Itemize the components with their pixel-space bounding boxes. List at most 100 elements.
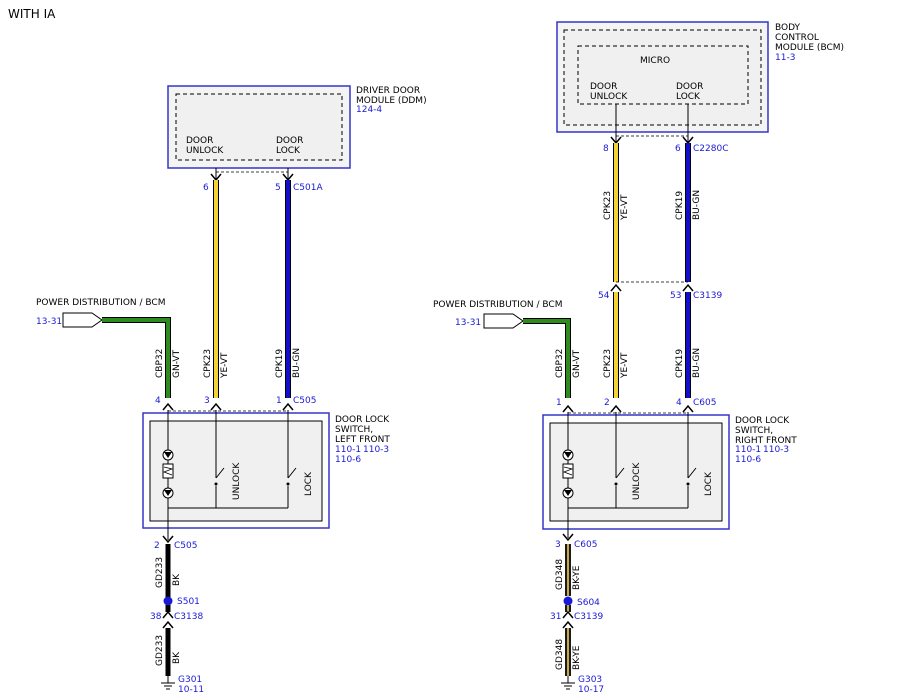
wire-color-label: BK-YE <box>572 645 582 670</box>
wire-circuit-label: CPK19 <box>675 349 685 378</box>
connector-arrow-icon <box>610 283 622 292</box>
inline-pin: 38 <box>150 612 162 622</box>
wire-circuit-label: GD233 <box>155 635 165 666</box>
mid-connector: C3139 <box>693 291 722 301</box>
resistor-icon <box>562 463 574 479</box>
wire-color-label: BU-GN <box>292 348 302 378</box>
wire-circuit-label: CBP32 <box>155 349 165 378</box>
splice-label: S604 <box>577 598 600 608</box>
connector-arrow-icon <box>282 402 294 411</box>
switch-ref1: 110-1 <box>735 445 761 455</box>
inline-connector: C3139 <box>574 612 603 622</box>
wire-gn-vt <box>102 318 170 398</box>
connector-arrow-icon <box>562 610 574 619</box>
ddm-connector: C501A <box>293 183 323 193</box>
bottom-pin: 2 <box>154 541 160 551</box>
switch-pin-gn: 4 <box>155 396 161 406</box>
ground-ref: 10-11 <box>178 685 204 695</box>
bcm-pin-unlock-number: 8 <box>603 144 609 154</box>
wire-color-label: BU-GN <box>692 348 702 378</box>
wire-color-label: BK <box>172 651 182 664</box>
switch-pin-ye: 3 <box>204 396 210 406</box>
switch-pin-ye: 2 <box>604 398 610 408</box>
bcm-connector: C2280C <box>693 144 728 154</box>
ground-name: G301 <box>178 675 202 685</box>
switch-contact-icon <box>215 467 225 479</box>
splice-icon <box>163 596 173 606</box>
power-ref: 13-31 <box>455 318 481 328</box>
power-label: POWER DISTRIBUTION / BCM <box>36 298 165 308</box>
ground-icon <box>561 676 575 690</box>
inline-connector: C3138 <box>174 612 203 622</box>
switch-contact-icon <box>287 467 297 479</box>
switch-pin-gn: 1 <box>556 398 562 408</box>
wire-circuit-label: GD233 <box>155 557 165 588</box>
micro-label: MICRO <box>640 56 670 66</box>
ground-icon <box>161 676 175 690</box>
switch-ref3: 110-6 <box>735 455 761 465</box>
switch-lock-label: LOCK <box>704 471 714 496</box>
switch-ref2: 110-3 <box>363 445 389 455</box>
splice-label: S501 <box>177 597 200 607</box>
power-ref: 13-31 <box>36 317 62 327</box>
wire-circuit-label: CBP32 <box>555 349 565 378</box>
bcm-ref: 11-3 <box>775 53 795 63</box>
wire-color-label: BK-YE <box>572 565 582 590</box>
wire-circuit-label: GD348 <box>555 639 565 670</box>
wire-circuit-label: CPK19 <box>275 349 285 378</box>
page-title: WITH IA <box>8 7 56 21</box>
switch-lock-label: LOCK <box>304 471 314 496</box>
wire-circuit-label: CPK19 <box>675 191 685 220</box>
power-source-icon <box>62 312 103 328</box>
inline-pin: 31 <box>550 612 561 622</box>
switch-pin-bu: 1 <box>276 396 282 406</box>
ddm-inner <box>175 93 343 161</box>
wire-circuit-label: CPK23 <box>203 349 213 378</box>
wire-color-label: GN-VT <box>572 349 582 378</box>
wire-color-label: GN-VT <box>172 349 182 378</box>
wire-color-label: BU-GN <box>692 190 702 220</box>
ground-ref: 10-17 <box>578 685 604 695</box>
switch-contact-icon <box>687 467 697 479</box>
connector-arrow-icon <box>210 402 222 411</box>
switch-unlock-label: UNLOCK <box>232 462 242 500</box>
resistor-icon <box>162 463 174 479</box>
power-label: POWER DISTRIBUTION / BCM <box>433 300 562 310</box>
bottom-connector: C505 <box>174 541 197 551</box>
ddm-ref: 124-4 <box>356 105 382 115</box>
wire-color-label: YE-VT <box>620 352 630 379</box>
switch-contact-icon <box>615 467 625 479</box>
wire-color-label: BK <box>172 573 182 586</box>
connector-arrow-icon <box>162 610 174 619</box>
connector-arrow-icon <box>162 402 174 411</box>
mid-pin-unlock: 54 <box>598 291 610 301</box>
wire-color-label: YE-VT <box>220 352 230 379</box>
wire-circuit-label: GD348 <box>555 559 565 590</box>
ground-name: G303 <box>578 675 602 685</box>
splice-icon <box>563 596 573 606</box>
switch-ref3: 110-6 <box>335 455 361 465</box>
switch-connector: C505 <box>293 396 316 406</box>
switch-ref1: 110-1 <box>335 445 361 455</box>
connector-arrow-icon <box>682 404 694 413</box>
switch-pin-bu: 4 <box>676 398 682 408</box>
switch-ref2: 110-3 <box>763 445 789 455</box>
micro-block <box>577 45 749 105</box>
ddm-pin-unlock-number: 6 <box>203 183 209 193</box>
connector-arrow-icon <box>562 404 574 413</box>
connector-arrow-icon <box>162 535 174 544</box>
connector-arrow-icon <box>682 283 694 292</box>
bcm-pin-lock-number: 6 <box>675 144 681 154</box>
switch-unlock-label: UNLOCK <box>632 462 642 500</box>
power-source-icon <box>483 313 524 329</box>
